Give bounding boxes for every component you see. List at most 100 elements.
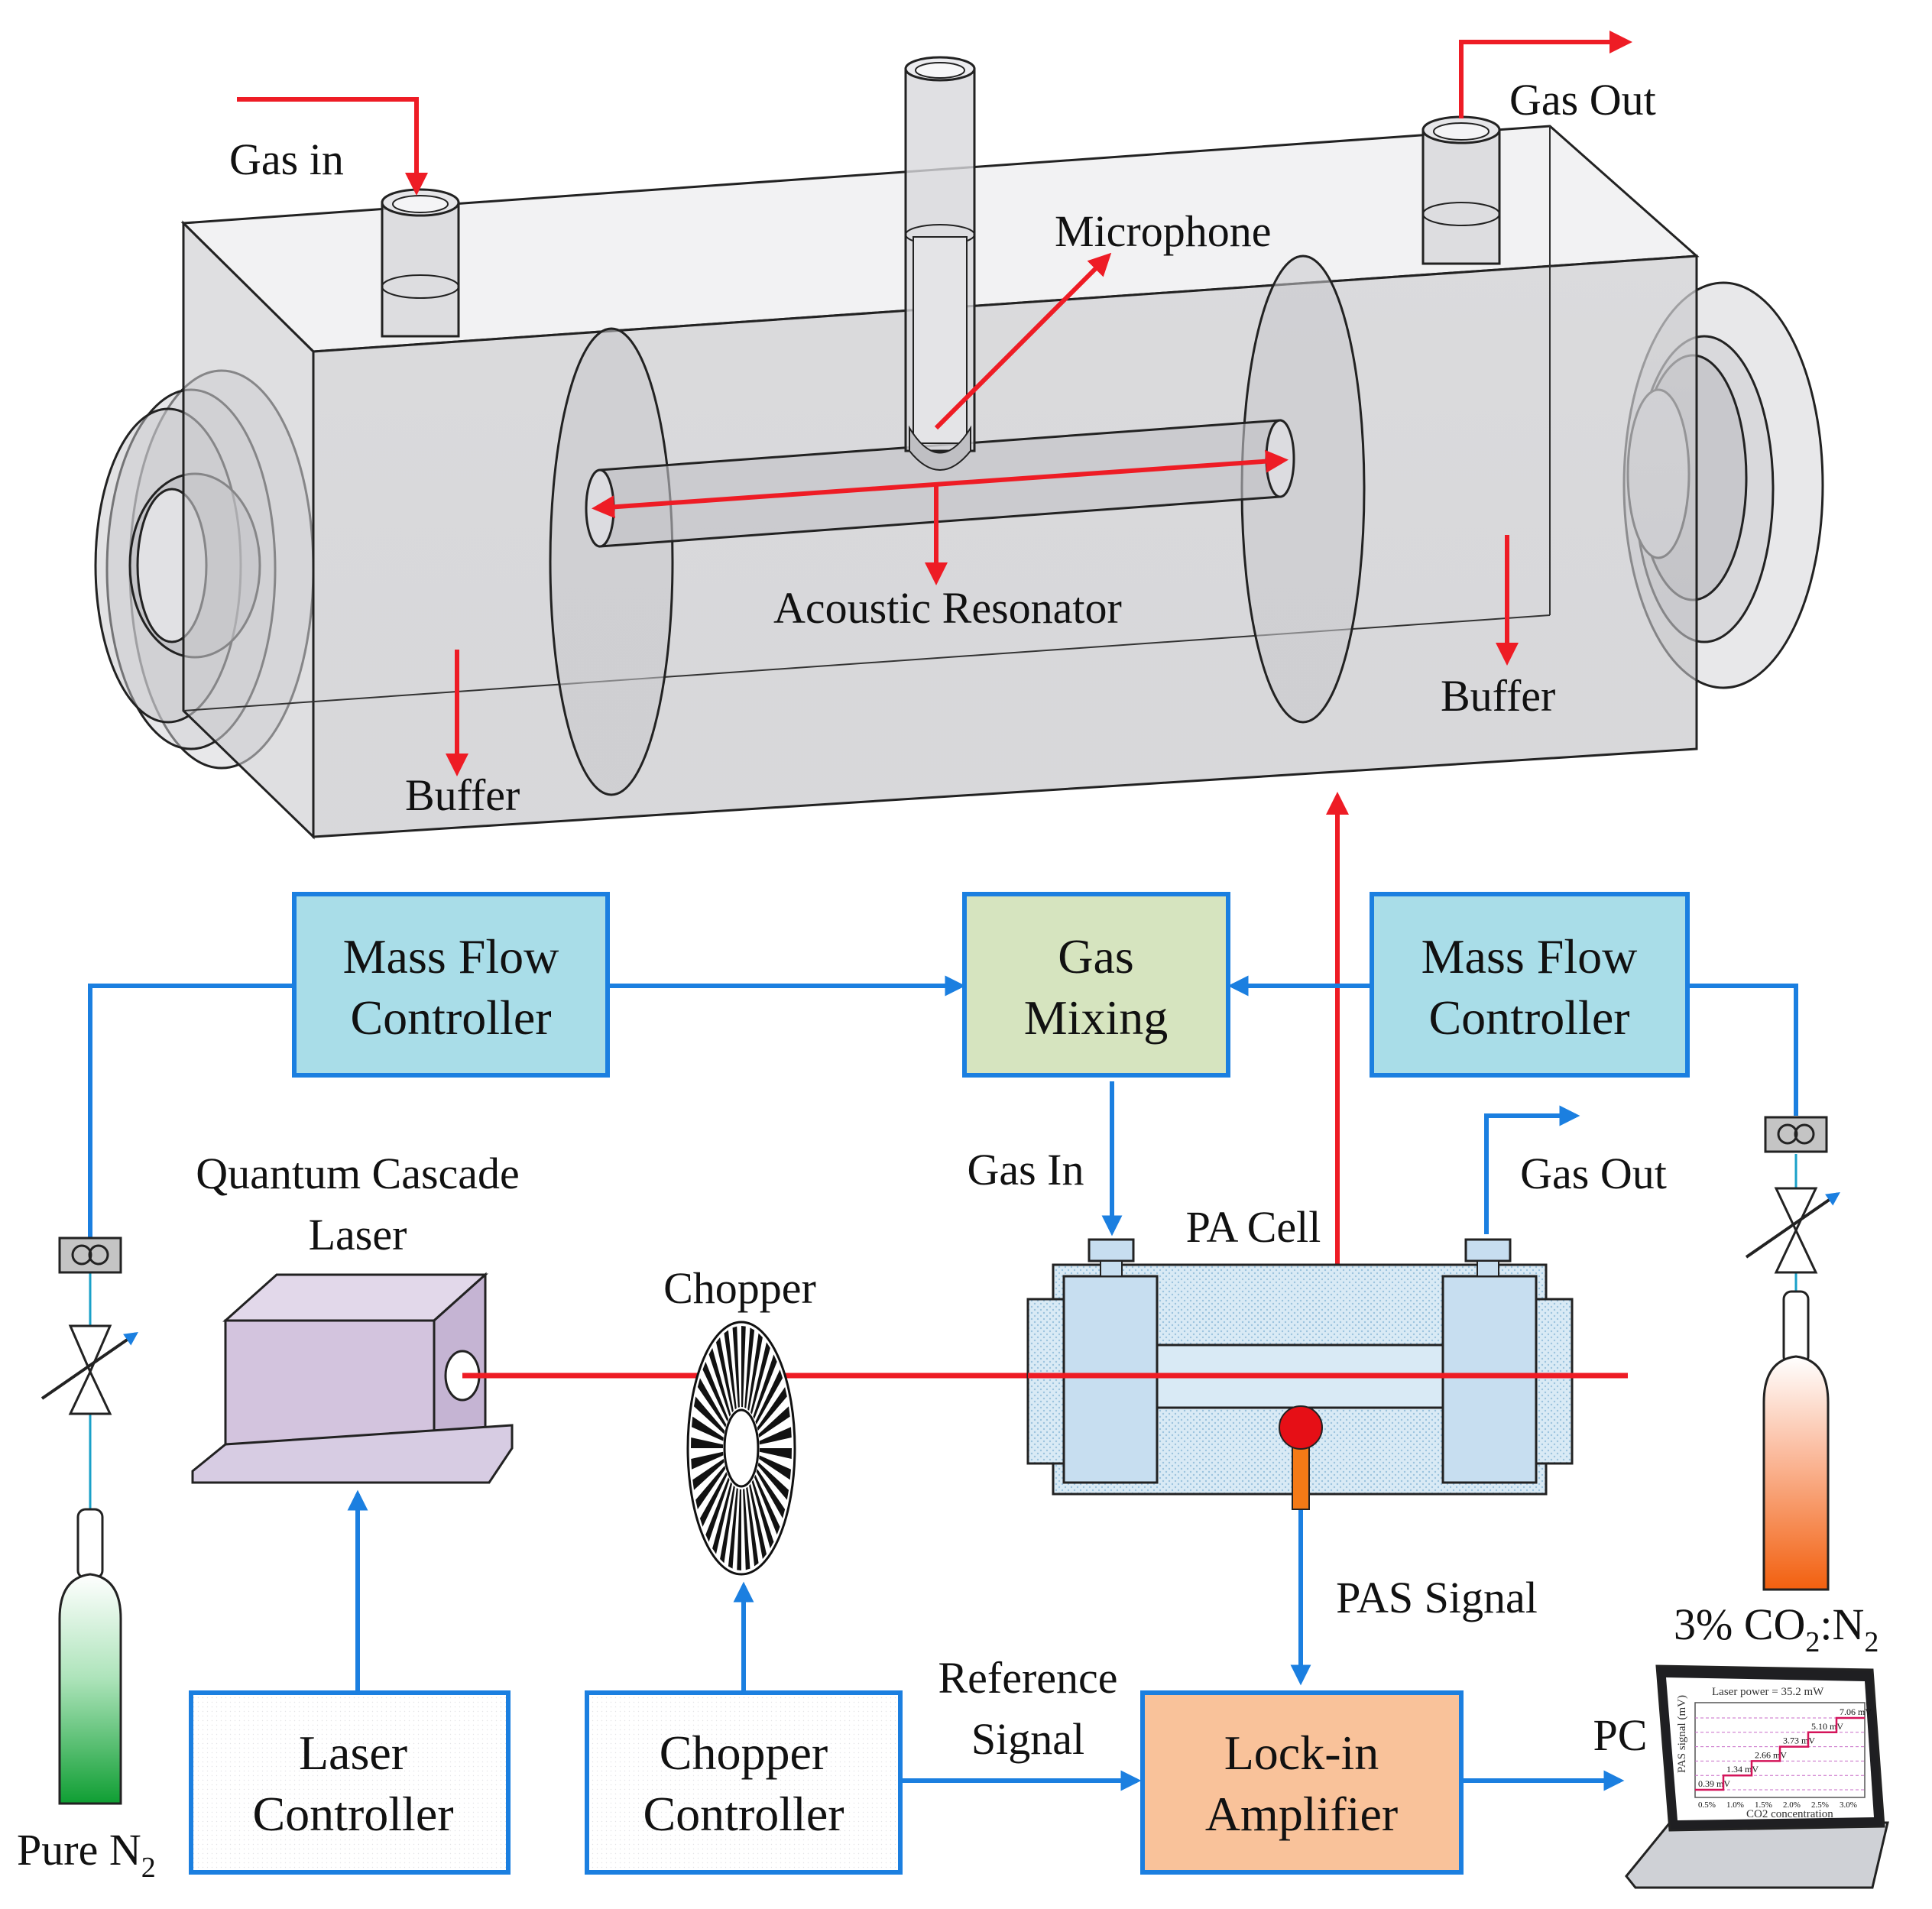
screen-xtick: 2.0% bbox=[1783, 1800, 1801, 1810]
gas-out-label-top: Gas Out bbox=[1509, 75, 1656, 125]
reference-signal-label-line1: Reference bbox=[938, 1653, 1117, 1703]
chopper-blade bbox=[693, 1396, 725, 1434]
resonator-length-arrow bbox=[592, 449, 1289, 519]
svg-text:Laser: Laser bbox=[299, 1726, 407, 1780]
chopper-blade bbox=[749, 1483, 767, 1560]
svg-text:Controller: Controller bbox=[1428, 990, 1629, 1045]
microphone-icon bbox=[1279, 1405, 1323, 1450]
chopper-label: Chopper bbox=[663, 1263, 816, 1313]
screen-ylabel: PAS signal (mV) bbox=[1676, 1695, 1688, 1773]
screen-xtick: 0.5% bbox=[1698, 1800, 1716, 1810]
co2-n2-label: 3% CO2:N2 bbox=[1674, 1599, 1879, 1658]
gas-in-arrow bbox=[237, 97, 428, 196]
gas-in-port bbox=[381, 201, 460, 338]
chopper-blade bbox=[695, 1465, 726, 1509]
svg-text:Amplifier: Amplifier bbox=[1205, 1787, 1398, 1841]
pa-cell-schematic: PA Cell bbox=[1026, 1202, 1574, 1510]
gas-in-label: Gas In bbox=[967, 1145, 1084, 1194]
pure-n2-cylinder bbox=[58, 1508, 122, 1805]
signal-connections bbox=[88, 975, 1798, 1791]
chopper-blade bbox=[754, 1474, 780, 1535]
box-front-face bbox=[312, 254, 1698, 838]
chopper-blade bbox=[702, 1361, 729, 1422]
pa-cell-inlet bbox=[1088, 1238, 1135, 1262]
chopper-controller-block: Chopper Controller bbox=[585, 1690, 903, 1875]
chopper-blade bbox=[732, 1326, 740, 1408]
mass-flow-controller-left: Mass Flow Controller bbox=[292, 892, 610, 1078]
chopper-blade bbox=[743, 1489, 750, 1570]
chopper-blade bbox=[692, 1416, 724, 1441]
laser-controller-block: Laser Controller bbox=[189, 1690, 511, 1875]
chopper-blade bbox=[751, 1480, 774, 1549]
chopper-blade bbox=[759, 1455, 791, 1480]
box-left-face bbox=[182, 220, 315, 840]
qcl-label-line1: Quantum Cascade bbox=[196, 1149, 520, 1198]
mfc-left-to-n2-line bbox=[88, 984, 294, 1238]
chopper-blade bbox=[720, 1485, 735, 1564]
laptop-screen bbox=[1666, 1677, 1874, 1820]
chopper-blade bbox=[757, 1462, 789, 1500]
pc-laptop: Laser power = 35.2 mW PAS signal (mV) 0.… bbox=[1593, 1664, 1889, 1889]
pure-n2-label: Pure N2 bbox=[17, 1825, 156, 1884]
screen-step-label: 2.66 mV bbox=[1755, 1749, 1787, 1760]
chopper-blade bbox=[758, 1406, 790, 1438]
reference-signal-label-line2: Signal bbox=[971, 1714, 1084, 1764]
screen-xtick: 2.5% bbox=[1811, 1800, 1829, 1810]
chopper-blade bbox=[757, 1387, 787, 1431]
pas-signal-label: PAS Signal bbox=[1336, 1573, 1538, 1622]
acoustic-resonator-label: Acoustic Resonator bbox=[773, 583, 1122, 633]
mass-flow-controller-right: Mass Flow Controller bbox=[1370, 892, 1690, 1078]
buffer-right-label: Buffer bbox=[1441, 671, 1555, 721]
pc-label: PC bbox=[1593, 1710, 1648, 1760]
svg-text:Gas: Gas bbox=[1058, 929, 1134, 984]
lock-in-amplifier-block: Lock-in Amplifier bbox=[1140, 1690, 1464, 1875]
gas-out-label: Gas Out bbox=[1520, 1149, 1667, 1198]
screen-step-label: 3.73 mV bbox=[1783, 1736, 1815, 1746]
left-buffer-disc bbox=[549, 327, 674, 796]
quantum-cascade-laser: Quantum Cascade Laser bbox=[191, 1149, 520, 1484]
chopper-blade bbox=[705, 1477, 730, 1542]
laptop-base bbox=[1625, 1821, 1889, 1889]
chopper-blade bbox=[750, 1342, 770, 1415]
chopper-blade bbox=[741, 1326, 746, 1408]
gas-mixing-block: Gas Mixing bbox=[962, 892, 1230, 1078]
chopper-spokes bbox=[691, 1326, 792, 1570]
chopper-blade bbox=[759, 1448, 792, 1459]
flow-sensor-left bbox=[58, 1236, 122, 1274]
chopper-blade bbox=[724, 1330, 737, 1410]
pa-cell-label: PA Cell bbox=[1186, 1202, 1321, 1252]
pa-cell-outlet bbox=[1464, 1238, 1512, 1262]
screen-xtick: 3.0% bbox=[1840, 1800, 1857, 1810]
chopper-blade bbox=[756, 1469, 786, 1518]
chopper-blade bbox=[691, 1451, 724, 1470]
microphone-label: Microphone bbox=[1055, 206, 1272, 256]
svg-text:Mass Flow: Mass Flow bbox=[343, 929, 559, 984]
co2-n2-cylinder bbox=[1762, 1290, 1830, 1591]
svg-text:Mass Flow: Mass Flow bbox=[1421, 929, 1638, 984]
screen-step-label: 7.06 mV bbox=[1840, 1706, 1872, 1717]
screen-xtick: 1.0% bbox=[1726, 1800, 1744, 1810]
chopper-blade bbox=[712, 1482, 732, 1554]
needle-valve-right bbox=[1745, 1187, 1840, 1274]
chopper-blade bbox=[708, 1347, 731, 1417]
chopper-blade bbox=[728, 1488, 738, 1569]
screen-step-label: 1.34 mV bbox=[1726, 1764, 1759, 1774]
gas-in-label: Gas in bbox=[229, 135, 344, 184]
screen-step-label: 5.10 mV bbox=[1811, 1721, 1843, 1732]
svg-text:Controller: Controller bbox=[252, 1787, 453, 1841]
chopper-blade bbox=[737, 1489, 741, 1570]
chopper-blade bbox=[755, 1369, 783, 1425]
needle-valve-left bbox=[41, 1324, 138, 1415]
chopper-blade bbox=[692, 1458, 724, 1490]
gas-out-port bbox=[1421, 128, 1501, 265]
chopper-wheel: Chopper bbox=[663, 1263, 816, 1576]
chopper-blade bbox=[759, 1427, 792, 1445]
svg-text:Controller: Controller bbox=[350, 990, 551, 1045]
screen-step-trace bbox=[1695, 1716, 1865, 1791]
buffer-left-label: Buffer bbox=[405, 770, 520, 820]
screen-header: Laser power = 35.2 mW bbox=[1712, 1686, 1824, 1698]
qcl-label-line2: Laser bbox=[309, 1210, 407, 1259]
svg-text:Chopper: Chopper bbox=[660, 1726, 828, 1780]
